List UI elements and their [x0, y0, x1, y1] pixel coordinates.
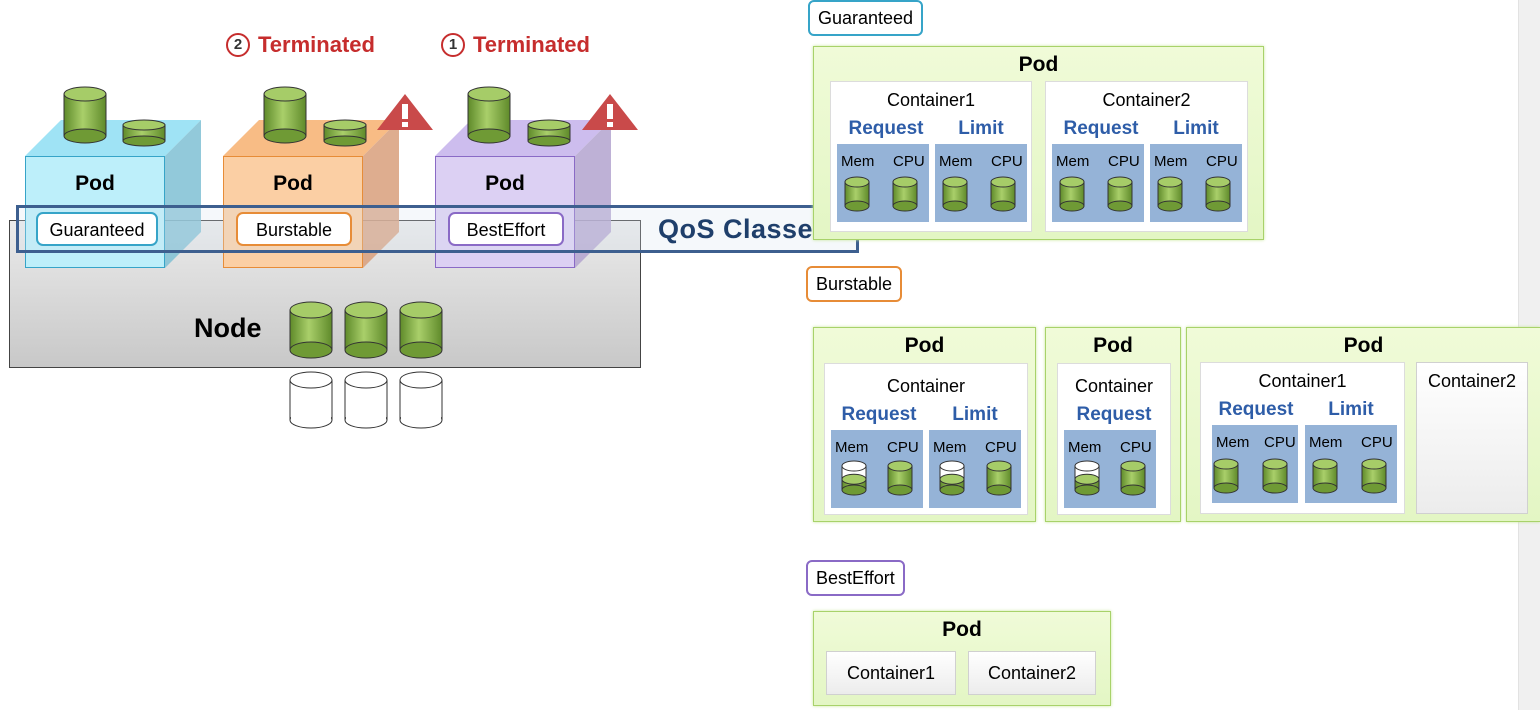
mem-label: Mem	[835, 439, 869, 456]
limit-label: Limit	[952, 404, 998, 425]
mem-label: Mem	[841, 153, 875, 170]
node-label: Node	[194, 313, 262, 343]
container-name: Container	[1074, 376, 1154, 396]
container-card: Container2	[968, 651, 1096, 695]
cylinder-icon	[1213, 458, 1239, 494]
empty-cylinder-icon	[344, 371, 388, 429]
pod-label: Pod	[485, 172, 525, 195]
request-label: Request	[1063, 118, 1139, 139]
pod-label: Pod	[273, 172, 313, 195]
mem-label: Mem	[1309, 434, 1343, 451]
mem-label: Mem	[1068, 439, 1102, 456]
cylinder-icon	[63, 86, 107, 144]
request-label: Request	[1076, 404, 1152, 425]
cylinder-icon	[527, 119, 571, 147]
empty-cylinder-icon	[399, 371, 443, 429]
cpu-label: CPU	[1361, 434, 1393, 451]
cylinder-icon	[1262, 458, 1288, 494]
cylinder-icon	[887, 460, 913, 496]
container-card: Container1	[826, 651, 956, 695]
container-name: Container2	[1102, 90, 1191, 110]
terminated-label-2: 2 Terminated	[226, 32, 375, 58]
container-name: Container1	[1258, 371, 1347, 391]
qos-tag-guaranteed: Guaranteed	[36, 212, 158, 246]
container-card: Container1 Request Limit Mem CPU Mem CPU	[1200, 362, 1405, 514]
container-card-empty: Container2	[1416, 362, 1528, 514]
terminated-text: Terminated	[258, 32, 375, 57]
warning-triangle-icon	[377, 94, 433, 130]
cylinder-icon	[892, 176, 918, 212]
cpu-label: CPU	[1206, 153, 1238, 170]
order-badge: 2	[226, 33, 250, 57]
cpu-label: CPU	[1264, 434, 1296, 451]
cylinder-icon	[467, 86, 511, 144]
terminated-label-1: 1 Terminated	[441, 32, 590, 58]
limit-label: Limit	[958, 118, 1004, 139]
order-badge: 1	[441, 33, 465, 57]
cylinder-icon	[990, 176, 1016, 212]
partial-cylinder-icon	[939, 460, 965, 496]
besteffort-pod-panel: Pod Container1 Container2	[813, 611, 1111, 706]
class-title-guaranteed: Guaranteed	[808, 0, 924, 36]
cpu-label: CPU	[887, 439, 919, 456]
cylinder-icon	[122, 119, 166, 147]
limit-label: Limit	[1173, 118, 1219, 139]
request-label: Request	[848, 118, 924, 139]
cylinder-icon	[344, 301, 388, 359]
cpu-label: CPU	[991, 153, 1023, 170]
cylinder-icon	[1107, 176, 1133, 212]
cylinder-icon	[1120, 460, 1146, 496]
left-diagram-graphics	[63, 86, 638, 429]
container-name: Container	[886, 376, 966, 396]
mem-label: Mem	[1154, 153, 1188, 170]
cpu-label: CPU	[1108, 153, 1140, 170]
partial-cylinder-icon	[1074, 460, 1100, 496]
class-title-burstable: Burstable	[806, 266, 903, 302]
pod-title: Pod	[904, 334, 945, 357]
mem-label: Mem	[1056, 153, 1090, 170]
pod-title: Pod	[1093, 334, 1133, 357]
cylinder-icon	[323, 119, 367, 147]
cpu-label: CPU	[985, 439, 1017, 456]
cylinder-icon	[1361, 458, 1387, 494]
cylinder-icon	[1312, 458, 1338, 494]
cylinder-icon	[844, 176, 870, 212]
pod-label: Pod	[75, 172, 115, 195]
qos-tag-besteffort: BestEffort	[448, 212, 564, 246]
qos-tag-burstable: Burstable	[236, 212, 352, 246]
partial-cylinder-icon	[841, 460, 867, 496]
pod-title: Pod	[1343, 334, 1384, 357]
cylinder-icon	[263, 86, 307, 144]
burstable-pod-panel: Pod Container1 Request Limit Mem CPU Mem…	[1186, 327, 1540, 522]
pod-title: Pod	[1018, 53, 1059, 76]
mem-label: Mem	[933, 439, 967, 456]
terminated-text: Terminated	[473, 32, 590, 57]
guaranteed-pod-panel: Pod Container1 Request Limit Mem CPU Mem…	[813, 46, 1264, 240]
request-label: Request	[841, 404, 917, 425]
mem-label: Mem	[939, 153, 973, 170]
burstable-pod-panel: Pod Container Request Limit Mem CPU Mem …	[813, 327, 1036, 522]
pod-title: Pod	[942, 618, 982, 641]
cpu-label: CPU	[1120, 439, 1152, 456]
qos-classes-label: QoS Classes	[658, 214, 829, 244]
cylinder-icon	[1059, 176, 1085, 212]
class-title-besteffort: BestEffort	[806, 560, 905, 596]
limit-label: Limit	[1328, 399, 1374, 420]
cylinder-icon	[986, 460, 1012, 496]
request-label: Request	[1218, 399, 1294, 420]
mem-label: Mem	[1216, 434, 1250, 451]
cylinder-icon	[399, 301, 443, 359]
cylinder-icon	[942, 176, 968, 212]
container-name: Container1	[886, 90, 976, 110]
cylinder-icon	[1205, 176, 1231, 212]
container-card: Container Request Limit Mem CPU Mem CPU	[824, 363, 1028, 515]
cylinder-icon	[1157, 176, 1183, 212]
cylinder-icon	[289, 301, 333, 359]
cpu-label: CPU	[893, 153, 925, 170]
empty-cylinder-icon	[289, 371, 333, 429]
warning-triangle-icon	[582, 94, 638, 130]
